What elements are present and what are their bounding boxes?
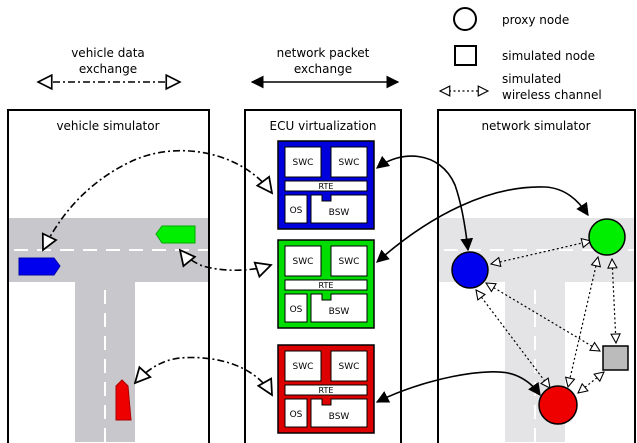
blue-vehicle: [18, 257, 61, 276]
blue-vehicle-data-arrow: [43, 149, 272, 250]
vehicle-data-exchange: vehicle data exchange: [38, 46, 180, 82]
bsw-box: [310, 194, 368, 224]
swc-label: SWC: [293, 362, 314, 372]
wireless-link-green-gray: [612, 259, 616, 343]
red-vehicle: [115, 379, 132, 421]
legend: proxy node simulated node simulated wire…: [440, 7, 602, 102]
legend-wireless-line2: wireless channel: [502, 88, 602, 102]
network-simulator-panel: network simulator: [437, 109, 636, 443]
rte-box: [284, 180, 368, 192]
swc-box: [330, 146, 368, 178]
vehicle-simulator-frame: [7, 109, 210, 443]
ecu-virtualization-panel: ECU virtualization SWC SWC RTE OS BSW SW…: [244, 109, 402, 443]
rte-label: RTE: [319, 281, 334, 290]
red-vehicle-data-arrow: [135, 356, 272, 395]
swc-box: [330, 245, 368, 277]
os-box: [284, 293, 308, 323]
vehicle-data-arrows: [43, 149, 272, 395]
network-packet-exchange: network packet exchange: [250, 46, 400, 89]
os-box: [284, 398, 308, 428]
swc-label: SWC: [293, 257, 314, 267]
vehicle-exchange-line2: exchange: [79, 62, 137, 76]
network-packet-arrows: [375, 155, 589, 403]
blue-proxy-node: [451, 251, 489, 289]
bsw-label: BSW: [329, 307, 350, 317]
rte-box: [284, 279, 368, 291]
simulated-node-legend-icon: [454, 45, 477, 66]
proxy-node-legend-icon: [453, 7, 477, 31]
green-vehicle: [155, 225, 196, 244]
vehicle-exchange-line1: vehicle data: [71, 46, 145, 60]
network-exchange-line1: network packet: [277, 46, 370, 60]
green-packet-arrow: [376, 186, 589, 263]
swc-box: [330, 350, 368, 382]
ecu-virtualization-title: ECU virtualization: [270, 119, 377, 133]
green-proxy-node: [588, 218, 626, 256]
wireless-link-gray-red: [578, 372, 604, 393]
network-exchange-line2: exchange: [294, 62, 352, 76]
legend-proxy-node: proxy node: [502, 13, 569, 27]
network-simulator-frame: [437, 109, 636, 443]
bsw-box: [310, 293, 368, 323]
swc-box: [284, 146, 322, 178]
swc-label: SWC: [339, 362, 360, 372]
red-proxy-node: [538, 385, 578, 425]
os-box: [284, 194, 308, 224]
os-label: OS: [290, 305, 303, 315]
vehicle-simulator-panel: vehicle simulator: [7, 109, 210, 443]
legend-simulated-node: simulated node: [502, 49, 595, 63]
ecu-block-green: SWC SWC RTE OS BSW: [277, 239, 375, 329]
ecu-block-blue: SWC SWC RTE OS BSW: [277, 140, 375, 230]
swc-label: SWC: [293, 158, 314, 168]
legend-wireless-line1: simulated: [502, 72, 561, 86]
green-vehicle-data-arrow: [180, 250, 271, 270]
swc-label: SWC: [339, 158, 360, 168]
vehicle-simulator-title: vehicle simulator: [56, 119, 159, 133]
os-label: OS: [290, 410, 303, 420]
gray-simulated-node: [602, 345, 629, 371]
swc-box: [284, 245, 322, 277]
rte-box: [284, 384, 368, 396]
bsw-label: BSW: [329, 208, 350, 218]
swc-box: [284, 350, 322, 382]
rte-label: RTE: [319, 182, 334, 191]
bsw-box: [310, 398, 368, 428]
network-simulator-title: network simulator: [481, 119, 590, 133]
swc-label: SWC: [339, 257, 360, 267]
rte-label: RTE: [319, 386, 334, 395]
red-packet-arrow: [375, 371, 541, 403]
os-label: OS: [290, 206, 303, 216]
ecu-block-red: SWC SWC RTE OS BSW: [277, 344, 375, 434]
bsw-label: BSW: [329, 412, 350, 422]
